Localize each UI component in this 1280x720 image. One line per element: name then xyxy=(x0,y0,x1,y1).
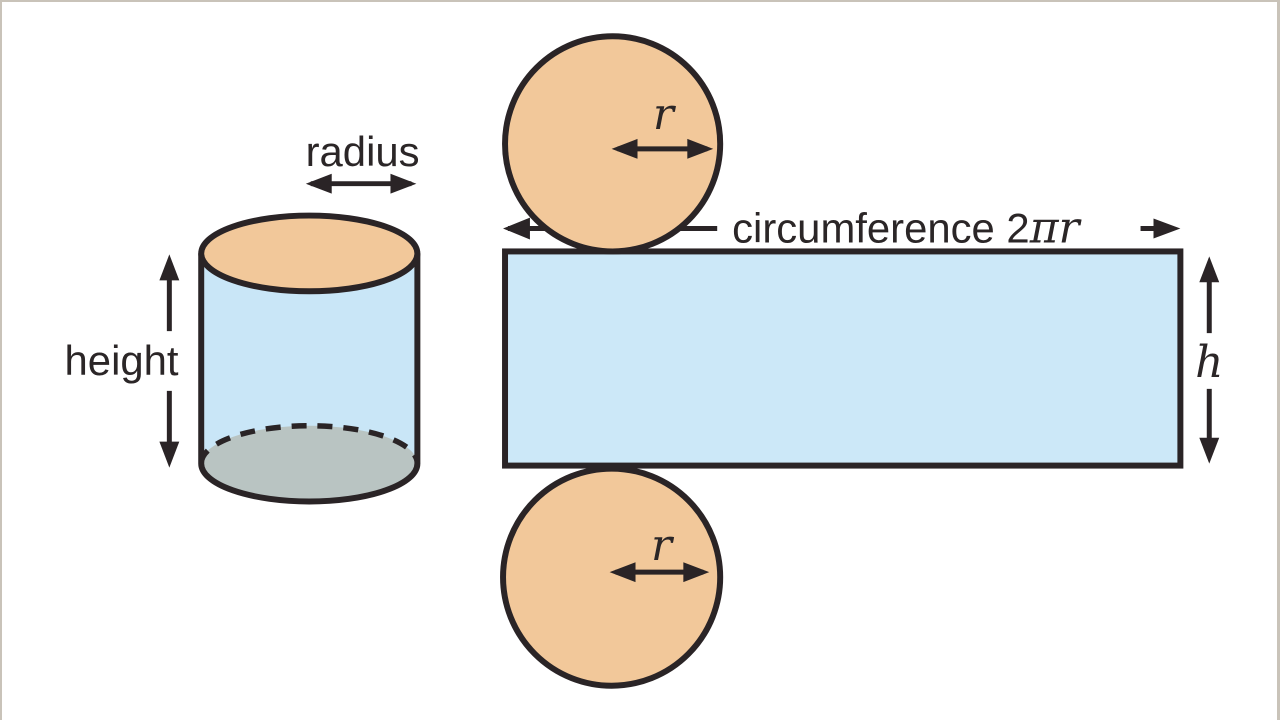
net-height-arrow-up-head-icon xyxy=(1199,256,1220,283)
cylinder-top-face xyxy=(198,212,421,295)
net-top-circle-group: r xyxy=(502,33,724,255)
circumference-annotation: circumference 2πr xyxy=(503,202,1181,253)
net-top-radius-right-head-icon xyxy=(687,138,714,159)
cylinder-hidden-edge xyxy=(198,423,421,464)
height-arrow-down-head-icon xyxy=(159,441,180,468)
net-height-arrow-down-head-icon xyxy=(1199,437,1220,464)
net-height-label: h xyxy=(1195,337,1223,388)
cylinder-base-face xyxy=(201,425,418,502)
net-bottom-radius-left-head-icon xyxy=(609,562,636,583)
circumference-arrow-left-head-icon xyxy=(503,217,530,240)
net-bottom-radius-right-head-icon xyxy=(683,562,710,583)
height-arrow-up-head-icon xyxy=(159,254,180,281)
net-top-circle xyxy=(502,33,724,255)
radius-label: radius xyxy=(306,128,420,175)
net-height-annotation: h xyxy=(1195,256,1223,464)
net-bottom-circle-radius-label: r xyxy=(651,520,675,571)
net-bottom-circle xyxy=(500,465,724,689)
circumference-arrow-right-head-icon xyxy=(1153,218,1181,239)
net-rectangle xyxy=(502,248,1184,469)
cylinder-figure xyxy=(198,212,421,505)
radius-arrow-left-head-icon xyxy=(305,173,332,194)
radius-arrow-right-head-icon xyxy=(390,173,417,194)
net-top-circle-radius-label: r xyxy=(653,89,677,140)
height-label: height xyxy=(65,337,179,384)
circumference-label-text: circumference 2 xyxy=(732,204,1030,251)
radius-annotation: radius xyxy=(306,128,420,194)
height-annotation: height xyxy=(65,254,180,468)
circumference-label: circumference 2πr xyxy=(732,202,1082,253)
cylinder-outline xyxy=(198,253,421,505)
circumference-label-symbol: πr xyxy=(1029,202,1083,253)
net-top-radius-left-head-icon xyxy=(611,138,638,159)
net-bottom-circle-group: r xyxy=(500,465,724,689)
